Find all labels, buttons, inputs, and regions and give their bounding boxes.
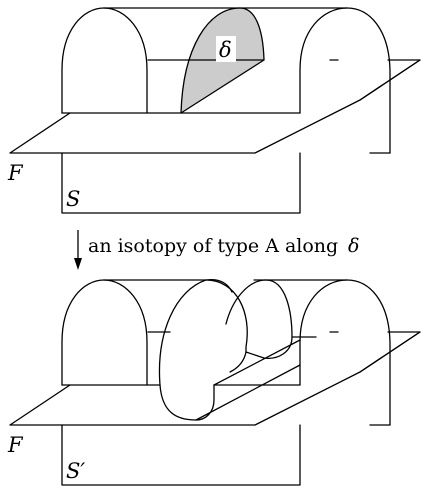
right-arch <box>299 7 391 154</box>
arrow-caption-symbol: δ <box>348 235 359 257</box>
surface-f-front-bottom <box>9 331 421 426</box>
surface-f-back-edge-bottom <box>147 331 421 373</box>
left-arch <box>61 7 148 114</box>
sphere-left-wall <box>61 152 301 214</box>
tube-loop-back <box>205 279 248 353</box>
tube-diagonal-front <box>195 339 301 421</box>
arrow-head <box>74 258 82 270</box>
bottom-diagram: F S′ <box>7 278 421 486</box>
isotopy-arrow: an isotopy of type A along δ <box>74 230 359 270</box>
right-arch-bottom <box>299 279 391 426</box>
top-diagram: δ F S <box>7 7 421 214</box>
surface-label-bottom: F <box>7 433 24 457</box>
sphere-label-top: S <box>66 187 80 211</box>
sphere-walls-bottom <box>61 424 391 486</box>
arrow-caption: an isotopy of type A along <box>88 235 338 257</box>
surface-label-top: F <box>7 161 24 185</box>
left-arch-bottom <box>61 279 148 386</box>
sphere-label-bottom: S′ <box>66 459 85 483</box>
tube-loop-front <box>158 278 233 386</box>
surface-f-front <box>9 59 421 154</box>
disk-label-bg <box>216 36 236 62</box>
disk-label: δ <box>219 38 232 62</box>
tube-inner-curve <box>229 351 247 373</box>
tube-loop-inner <box>225 279 293 359</box>
